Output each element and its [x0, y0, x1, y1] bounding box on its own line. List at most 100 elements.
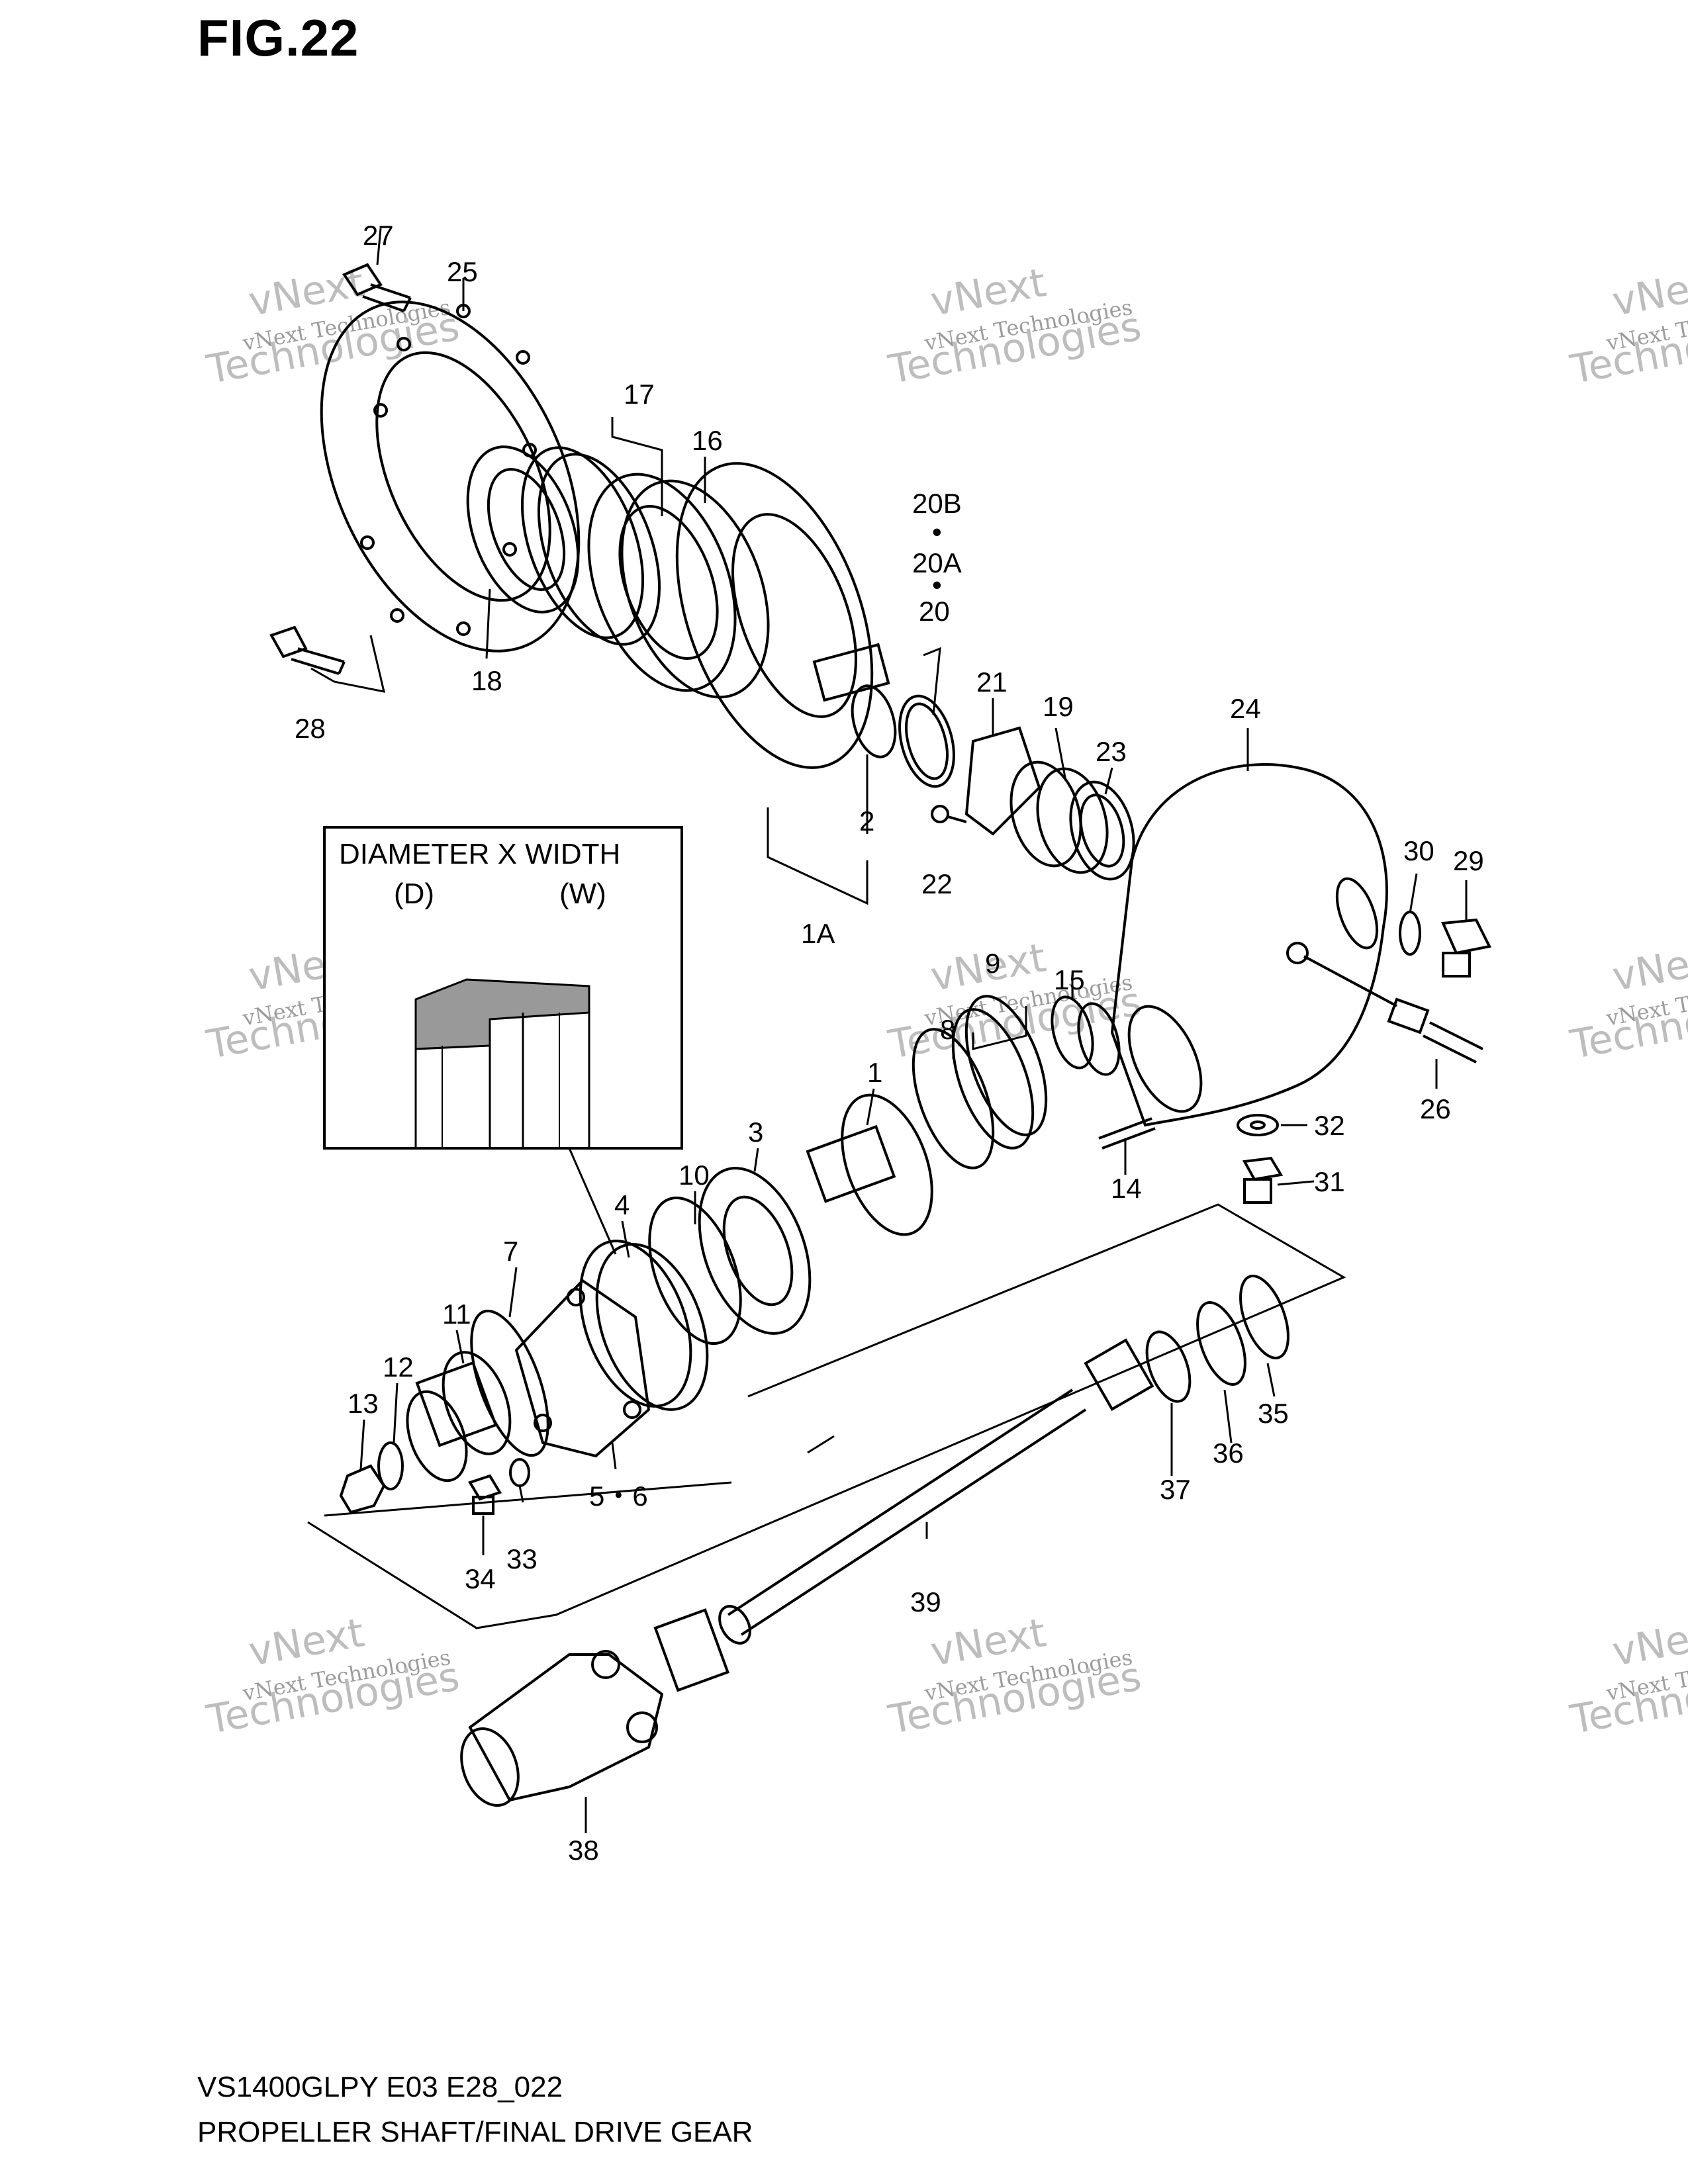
callout-39: 39	[910, 1586, 941, 1617]
part-35-circlip	[1239, 1275, 1289, 1359]
watermark-low-left: vNext vNext Technologies Technologies	[203, 1610, 463, 1743]
part-2-circlip	[851, 684, 897, 758]
part-1a-ring-gear	[675, 462, 890, 769]
part-29-plug	[1441, 918, 1491, 978]
part-10-spacer	[648, 1197, 742, 1345]
part-12-washer	[377, 1441, 404, 1490]
callout-8: 8	[940, 1014, 955, 1045]
inset-heading: DIAMETER X WIDTH	[339, 838, 620, 870]
callout-38: 38	[568, 1835, 599, 1866]
callout-16: 16	[692, 425, 723, 456]
callout-5-6: 5・6	[589, 1480, 648, 1512]
part-39-propeller-shaft	[718, 1338, 1154, 1645]
callout-25: 25	[447, 256, 478, 287]
part-4-nut	[579, 1240, 709, 1411]
callout-1: 1	[867, 1057, 882, 1088]
callout-31: 31	[1314, 1166, 1345, 1197]
callout-18: 18	[471, 665, 502, 696]
callout-17: 17	[624, 379, 655, 410]
part-18-bearing	[466, 445, 580, 614]
callout-23: 23	[1096, 736, 1127, 767]
part-36-spring	[1196, 1301, 1246, 1386]
callout-20: 20	[919, 596, 950, 627]
figure-title: FIG.22	[197, 9, 359, 67]
part-7-o-ring	[470, 1309, 549, 1457]
callout-21: 21	[976, 666, 1008, 698]
callout-22: 22	[921, 868, 953, 899]
callout-20a: 20A	[912, 547, 962, 578]
svg-text:vNext: vNext	[1609, 259, 1688, 325]
part-13-nut	[339, 1464, 386, 1514]
callout-1a: 1A	[801, 918, 835, 949]
callout-14: 14	[1111, 1173, 1142, 1204]
inset-label-d: (D)	[394, 878, 434, 910]
svg-text:vNext: vNext	[1609, 934, 1688, 1000]
callout-15: 15	[1054, 964, 1085, 995]
part-17-shim	[520, 446, 661, 646]
callout-9: 9	[985, 948, 1000, 979]
callout-24: 24	[1230, 693, 1261, 724]
callout-7: 7	[503, 1236, 518, 1267]
watermark-top-right: vNext vNext Technologies Technologies	[1566, 259, 1688, 393]
part-8-shim	[912, 1028, 995, 1169]
part-19-bearing	[1009, 760, 1109, 874]
part-11-coupling	[406, 1351, 512, 1482]
inset-label-w: (W)	[559, 878, 606, 910]
callout-12: 12	[383, 1351, 414, 1383]
callout-dot-bottom: •	[932, 569, 942, 600]
callout-29: 29	[1453, 845, 1484, 876]
part-22-screw	[931, 805, 967, 823]
part-33-washer	[509, 1458, 530, 1487]
callout-labels: 27 25 17 16 20B • 20A • 20 18 21 19 24 2…	[295, 220, 1484, 1866]
callout-32: 32	[1314, 1110, 1345, 1141]
part-31-bolt	[1242, 1156, 1284, 1204]
diameter-width-inset: DIAMETER X WIDTH (D) (W)	[323, 826, 683, 1150]
callout-19: 19	[1043, 691, 1074, 722]
part-32-washer	[1237, 1114, 1279, 1136]
callout-10: 10	[679, 1160, 710, 1191]
part-23-seal	[1069, 780, 1135, 881]
part-14-stud	[1098, 1117, 1156, 1150]
callout-35: 35	[1258, 1398, 1289, 1429]
watermark-top-left: vNext vNext Technologies Technologies	[203, 259, 463, 393]
svg-text:vNext: vNext	[1609, 1610, 1688, 1675]
part-28-bolt	[269, 625, 346, 675]
part-26-stud	[1303, 955, 1483, 1064]
figure-caption: PROPELLER SHAFT/FINAL DRIVE GEAR	[197, 2116, 753, 2148]
part-3-bearing	[698, 1167, 812, 1335]
callout-34: 34	[465, 1563, 496, 1594]
callout-13: 13	[348, 1388, 379, 1419]
callout-37: 37	[1160, 1474, 1191, 1505]
callout-4: 4	[614, 1189, 630, 1220]
watermark-low-right: vNext vNext Technologies Technologies	[1566, 1610, 1688, 1743]
callout-26: 26	[1420, 1093, 1451, 1124]
part-16-bearing	[587, 473, 770, 699]
part-5-6-housing	[514, 1279, 651, 1458]
callout-36: 36	[1213, 1437, 1244, 1469]
part-15-bearing	[1051, 995, 1121, 1076]
part-38-universal-joint	[460, 1608, 729, 1807]
callout-30: 30	[1403, 835, 1434, 866]
part-1-drive-bevel-gear	[806, 1093, 933, 1236]
callout-20b: 20B	[912, 488, 962, 519]
watermark-mid-right: vNext vNext Technologies Technologies	[1566, 934, 1688, 1068]
figure-footer: VS1400GLPY E03 E28_022 PROPELLER SHAFT/F…	[197, 2065, 753, 2155]
callout-3: 3	[748, 1116, 763, 1148]
part-9-shim	[951, 995, 1048, 1150]
callout-28: 28	[295, 713, 326, 744]
watermark-top-center: vNext vNext Technologies Technologies	[884, 259, 1145, 393]
part-20-shim	[898, 694, 955, 788]
callout-27: 27	[363, 220, 394, 251]
callout-dot-top: •	[932, 516, 942, 547]
part-21-retainer	[964, 726, 1041, 836]
part-25-cover-plate	[320, 300, 581, 653]
callout-11: 11	[442, 1298, 471, 1330]
model-code: VS1400GLPY E03 E28_022	[197, 2071, 563, 2103]
part-34-bolt	[468, 1474, 502, 1515]
callout-2: 2	[859, 805, 874, 837]
leader-lines	[307, 228, 1468, 1833]
part-24-gear-case	[1110, 763, 1388, 1127]
part-30-gasket	[1399, 911, 1421, 956]
part-37-ring	[1145, 1330, 1192, 1403]
